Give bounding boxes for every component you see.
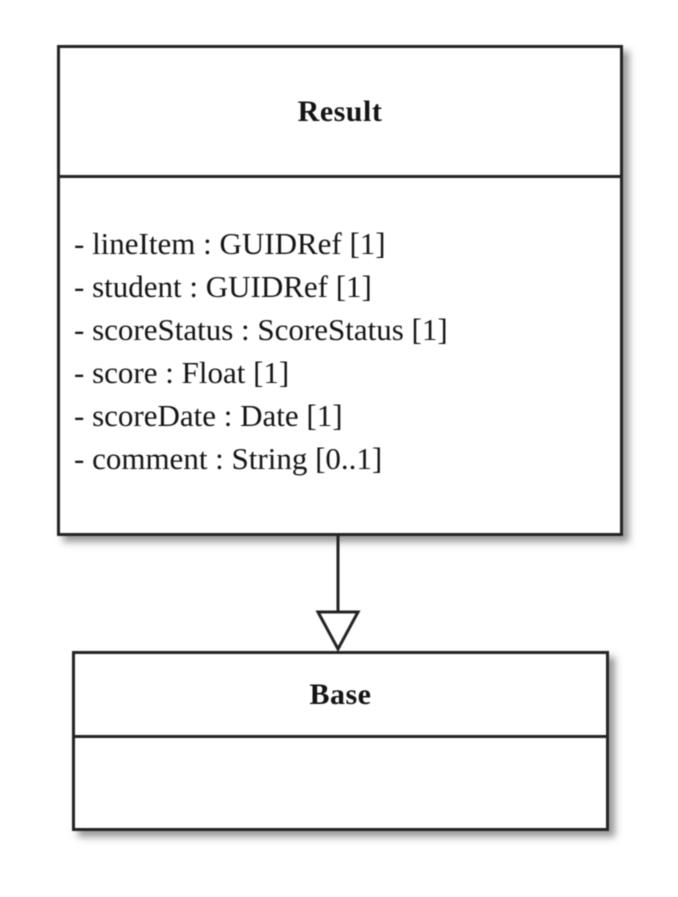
class-name-result: Result xyxy=(60,48,620,178)
class-attributes-base xyxy=(75,738,606,828)
class-attribute-scoredate: - scoreDate : Date [1] xyxy=(74,398,343,433)
class-attributes-result: - lineItem : GUIDRef [1] - student : GUI… xyxy=(60,178,620,480)
generalization-arrow xyxy=(315,535,361,652)
class-attribute-comment: - comment : String [0..1] xyxy=(74,441,383,476)
class-attribute-scorestatus: - scoreStatus : ScoreStatus [1] xyxy=(74,312,448,347)
class-box-result: Result - lineItem : GUIDRef [1] - studen… xyxy=(57,45,623,536)
class-box-base: Base xyxy=(72,651,609,831)
class-name-base: Base xyxy=(75,654,606,738)
class-attribute-student: - student : GUIDRef [1] xyxy=(74,269,372,304)
class-attribute-lineitem: - lineItem : GUIDRef [1] xyxy=(74,226,386,261)
inheritance-triangle-icon xyxy=(315,610,361,652)
class-attribute-score: - score : Float [1] xyxy=(74,355,290,390)
